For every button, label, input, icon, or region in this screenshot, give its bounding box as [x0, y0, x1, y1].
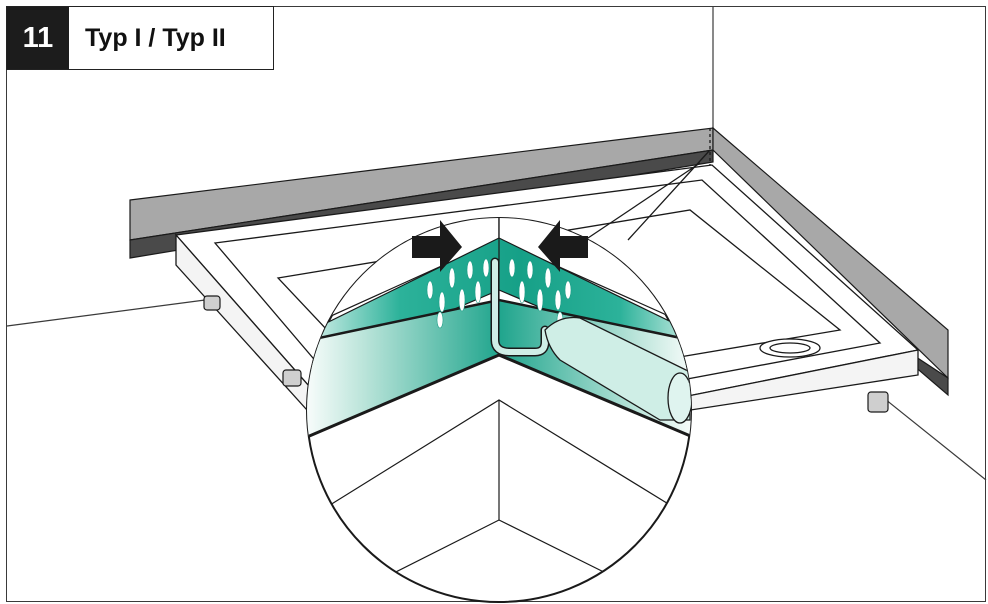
drain-inner	[769, 342, 811, 354]
press-arrow-icon	[538, 220, 588, 272]
foot-front-left	[282, 369, 302, 387]
sealant-cartridge-icon	[490, 257, 691, 424]
press-arrow-icon	[412, 220, 462, 272]
step-header: 11 Typ I / Typ II	[6, 6, 274, 70]
room-lines	[6, 6, 987, 481]
floor-line-left	[6, 299, 206, 327]
tray-feet	[203, 295, 889, 413]
step-title: Typ I / Typ II	[85, 23, 226, 52]
adhesive-spots	[426, 258, 572, 329]
floor-line-right	[879, 394, 987, 481]
foot-front-right	[867, 391, 889, 413]
foot-back-left	[203, 295, 221, 311]
detail-pointer	[584, 128, 711, 241]
step-number: 11	[7, 7, 69, 69]
